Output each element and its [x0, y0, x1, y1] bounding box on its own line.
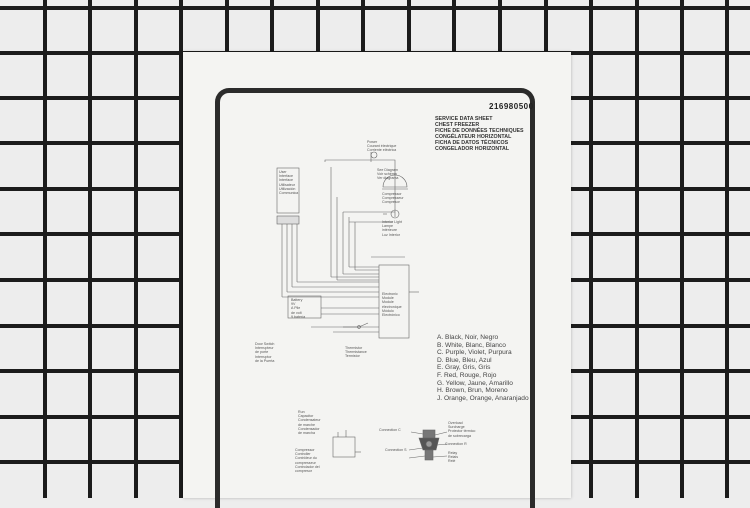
- legend-item: J. Orange, Orange, Anaranjado: [437, 394, 529, 402]
- title-line: FICHA DE DATOS TÉCNICOS: [435, 140, 509, 146]
- title-line: FICHE DE DONNÉES TECHNIQUES: [435, 128, 524, 134]
- label-power: Power Courant électrique Corriente eléct…: [367, 140, 397, 153]
- label-interior-light: Interior Light Lampe intérieure Luz Inte…: [382, 220, 402, 237]
- legend-item: B. White, Blanc, Blanco: [437, 341, 506, 349]
- label-connection-r: Connection R: [445, 442, 467, 446]
- legend-item: D. Blue, Bleu, Azul: [437, 356, 492, 364]
- service-data-sheet: 216980500 SERVICE DATA SHEET CHEST FREEZ…: [183, 52, 571, 508]
- wire-color-legend: A. Black, Noir, Negro B. White, Blanc, B…: [437, 334, 529, 402]
- legend-item: A. Black, Noir, Negro: [437, 334, 499, 341]
- label-run-capacitor: Run Capacitor Condensateur de marche Con…: [298, 410, 321, 436]
- title-line: SERVICE DATA SHEET: [435, 116, 493, 122]
- label-connection-c: Connection C: [379, 428, 401, 432]
- label-electronic-module: Electronic Module Module électronique Mó…: [382, 292, 402, 318]
- title-line: CHEST FREEZER: [435, 122, 480, 128]
- label-see-diagram: See Diagram Voir schéma Ver diagrama: [377, 168, 399, 181]
- part-number: 216980500: [489, 102, 534, 111]
- legend-item: C. Purple, Violet, Purpura: [437, 349, 512, 357]
- legend-item: G. Yellow, Jaune, Amarillo: [437, 379, 513, 387]
- label-compressor: Compressor Compresseur Compresor: [382, 192, 404, 205]
- sheet-titles: SERVICE DATA SHEET CHEST FREEZER FICHE D…: [435, 116, 524, 152]
- title-line: CONGELADOR HORIZONTAL: [435, 146, 510, 152]
- label-connection-s: Connection S: [385, 448, 407, 452]
- legend-item: H. Brown, Brun, Moreno: [437, 387, 508, 395]
- label-user-interface: User Interface Interface Utilisateur Uti…: [279, 170, 299, 196]
- legend-item: F. Red, Rouge, Rojo: [437, 371, 497, 379]
- label-overload: Overload Surcharge Protector térmico de …: [448, 421, 476, 438]
- wiring-diagram: [276, 151, 448, 461]
- sheet-border-frame: [215, 88, 535, 508]
- legend-item: E. Gray, Gris, Gris: [437, 364, 491, 372]
- label-thermistor: Thermistor Thermistance Termistor: [345, 346, 367, 359]
- label-battery: Battery 9V A Pile de volt 9 batería: [291, 298, 306, 319]
- label-relay: Relay Relais Relé: [448, 451, 458, 464]
- label-door-switch: Door Switch Interrupteur de porte Interr…: [255, 342, 275, 363]
- title-line: CONGÉLATEUR HORIZONTAL: [435, 134, 512, 140]
- label-compressor-controller: Compressor Controller Contrôleur du comp…: [295, 448, 320, 474]
